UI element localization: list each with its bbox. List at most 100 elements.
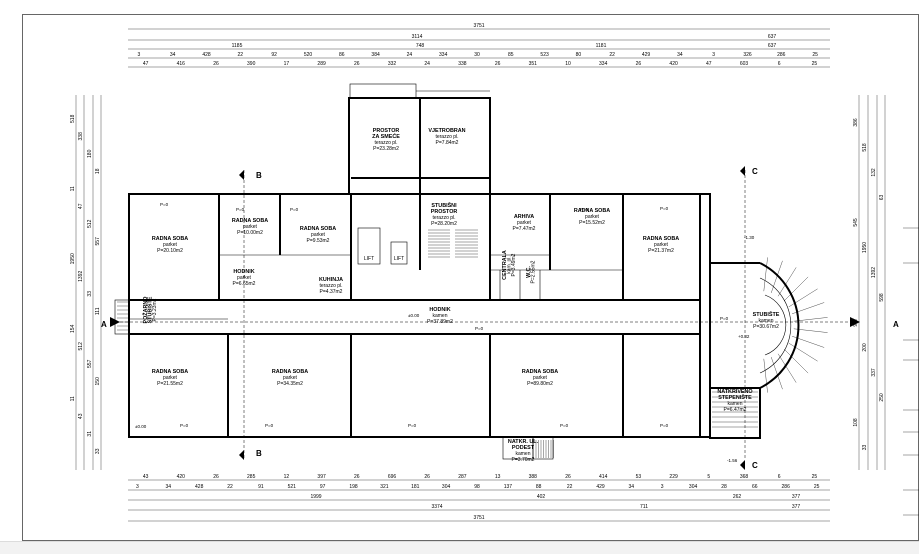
door-label: P=0: [290, 207, 299, 212]
dimension-label: 47: [143, 61, 149, 67]
dimension-label: 520: [304, 52, 313, 58]
dimension-label: 1392: [78, 271, 84, 282]
room-floor: parket: [533, 375, 548, 381]
viewer-status-bar: [0, 541, 919, 554]
room-area: P=30.67m2: [753, 324, 779, 330]
dimension-label: 603: [740, 61, 749, 67]
dimension-label: 25: [812, 474, 818, 480]
dimension-label: 250: [879, 393, 885, 402]
section-marker-c-top: C: [752, 167, 758, 176]
right-dimension-lines: 3865181326354519501392598917200337250108…: [853, 95, 886, 470]
room-floor: parket: [163, 242, 178, 248]
room-name: ARHIVA: [514, 214, 534, 220]
dimension-label: 696: [388, 474, 397, 480]
room-area: P=7.84m2: [436, 140, 459, 146]
room-name: VJETROBRAN: [428, 128, 465, 134]
dimension-label: 26: [636, 61, 642, 67]
dimension-label: 22: [238, 52, 244, 58]
dimension-label: 34: [629, 484, 635, 490]
section-marker-c-bottom: C: [752, 461, 758, 470]
stair-tread: [763, 358, 768, 393]
room-area: P=3.49m2: [511, 253, 517, 276]
dim-top: 748: [416, 43, 425, 49]
room-area: P=3.70m2: [512, 457, 535, 463]
dimension-label: 3: [661, 484, 664, 490]
door-label: P=0: [160, 202, 169, 207]
dimension-label: 304: [689, 484, 698, 490]
dimension-label: 13: [495, 474, 501, 480]
room-floor: parket: [517, 220, 532, 226]
room-floor: kamen: [515, 451, 530, 457]
room-area: P=10.00m2: [237, 230, 263, 236]
level-marker: ±0.00: [408, 313, 420, 318]
dimension-label: 24: [424, 61, 430, 67]
room-area: P=23.28m2: [373, 146, 399, 152]
dimension-label: 368: [740, 474, 749, 480]
stair-tread: [788, 342, 818, 362]
dimension-label: 11: [70, 186, 76, 191]
drawing-frame: [22, 14, 919, 541]
room-name2: STUBIŠTE: [146, 296, 154, 323]
dimension-label: 521: [288, 484, 297, 490]
level-marker: +0.82: [738, 334, 750, 339]
section-marker-b-top: B: [256, 171, 262, 180]
dimension-label: 43: [143, 474, 149, 480]
room-area: P=9.53m2: [307, 238, 330, 244]
dimension-label: 3: [136, 484, 139, 490]
dim-total-top: 3751: [473, 23, 484, 29]
room-name: RADNA SOBA: [522, 369, 558, 375]
dimension-label: 420: [669, 61, 678, 67]
dimension-label: 338: [458, 61, 467, 67]
dim-bottom: 377: [792, 504, 801, 510]
room-name2: ZA SMEĆE: [372, 132, 400, 140]
dimension-label: 3: [712, 52, 715, 58]
section-marker-b-bottom: B: [256, 449, 262, 458]
dimension-label: 512: [78, 342, 84, 351]
room-area: P=20.10m2: [157, 248, 183, 254]
dimension-label: 111: [95, 307, 101, 315]
section-marker-a-left: A: [101, 320, 107, 329]
dimension-label: 287: [458, 474, 467, 480]
dimension-label: 47: [78, 203, 84, 209]
dimension-label: 3: [138, 52, 141, 58]
dimension-label: 198: [349, 484, 358, 490]
dimension-label: 10: [565, 61, 571, 67]
dimension-label: 523: [540, 52, 549, 58]
stair-tread: [788, 288, 818, 308]
dim-top: 637: [768, 43, 777, 49]
dimension-label: 1392: [871, 267, 877, 278]
dimension-label: 6: [778, 474, 781, 480]
dimension-label: 26: [565, 474, 571, 480]
room-name: RADNA SOBA: [300, 226, 336, 232]
room-floor: terazzo pl.: [432, 215, 455, 221]
dimension-label: 26: [213, 61, 219, 67]
dimension-label: 229: [669, 474, 678, 480]
room-name2: STEPENIŠTE: [718, 393, 752, 401]
dimension-label: 388: [529, 474, 538, 480]
stair-tread: [777, 267, 797, 297]
room-area: P=4.37m2: [320, 289, 343, 295]
dimension-label: 154: [70, 324, 76, 333]
dim-bottom: 711: [640, 504, 648, 510]
room-name: HODNIK: [429, 307, 450, 313]
stair-tread: [793, 317, 828, 322]
room-floor: kam. pl.: [507, 256, 513, 274]
dimension-label: 34: [166, 484, 172, 490]
dimension-label: 92: [271, 52, 277, 58]
dimension-label: 326: [743, 52, 752, 58]
stair-tread: [771, 357, 783, 390]
